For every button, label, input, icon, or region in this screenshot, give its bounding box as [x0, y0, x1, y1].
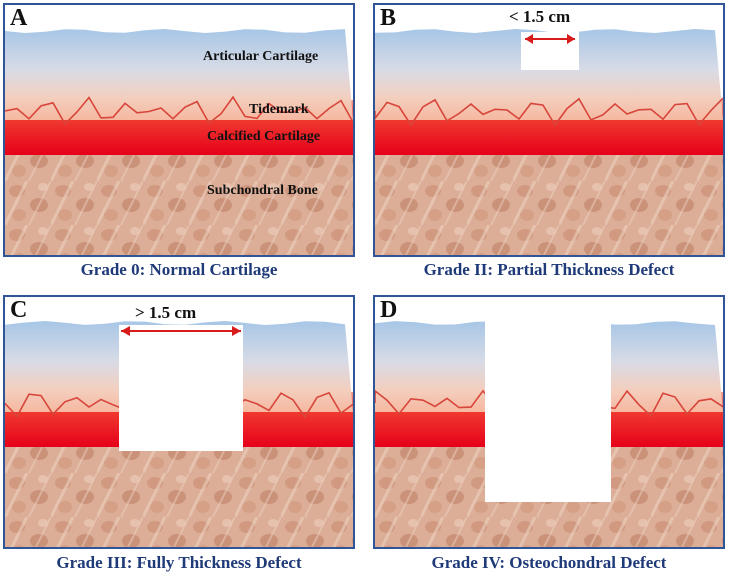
articular-cartilage-layer: [5, 29, 353, 120]
defect-overlay: [521, 32, 579, 70]
defect-overlay: [119, 325, 243, 451]
arrow-head-right: [567, 34, 575, 44]
caption-grade-0: Grade 0: Normal Cartilage: [80, 260, 278, 279]
defect-overlay: [485, 321, 611, 502]
panel-d-osteochondral: D: [373, 295, 725, 549]
caption-grade-3: Grade III: Fully Thickness Defect: [56, 553, 302, 572]
tissue-illustration: [5, 29, 353, 255]
arrow-head-left: [121, 326, 130, 336]
osteochondral-defect: [485, 321, 611, 502]
tissue-illustration: [375, 29, 723, 255]
label-articular-cartilage: Articular Cartilage: [203, 49, 319, 64]
panel-letter: D: [380, 297, 398, 323]
panel-letter: A: [10, 5, 28, 31]
full-thickness-defect: [119, 325, 243, 451]
panel-a-normal-cartilage: A Articular Cartilage Tidemark Calcified…: [3, 3, 355, 257]
panel-letter: C: [10, 297, 28, 323]
arrow-head-left: [525, 34, 533, 44]
panel-b-partial-thickness: B < 1.5 cm: [373, 3, 725, 257]
label-calcified-cartilage: Calcified Cartilage: [207, 129, 321, 144]
tidemark-line: [5, 95, 353, 126]
tidemark-line: [375, 97, 723, 127]
articular-cartilage-layer: [375, 29, 723, 120]
panel-c-full-thickness: C > 1.5 cm: [3, 295, 355, 549]
caption-grade-2: Grade II: Partial Thickness Defect: [423, 260, 675, 279]
arrow-head-right: [232, 326, 241, 336]
label-tidemark: Tidemark: [249, 102, 309, 117]
measurement-label: > 1.5 cm: [135, 303, 197, 322]
label-subchondral-bone: Subchondral Bone: [207, 183, 318, 198]
caption-grade-4: Grade IV: Osteochondral Defect: [431, 553, 667, 572]
panel-letter: B: [380, 5, 397, 31]
measurement-label: < 1.5 cm: [509, 7, 571, 26]
